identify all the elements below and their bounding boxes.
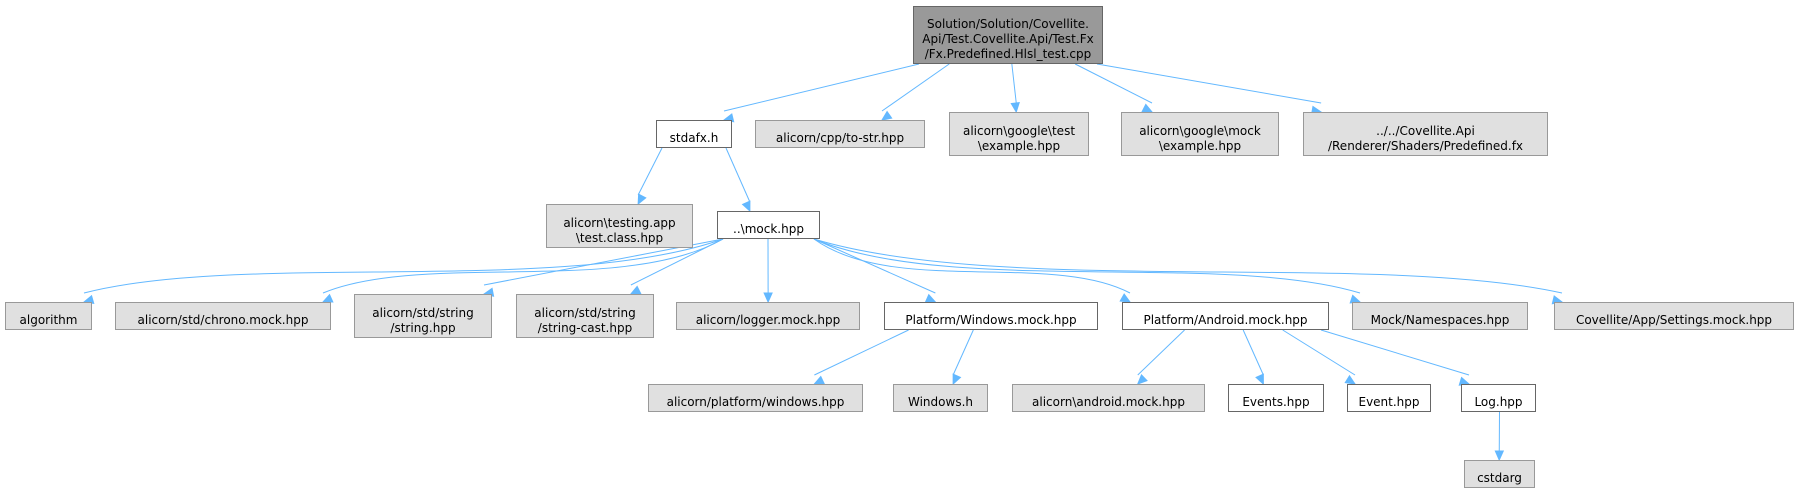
edge-mock-settings	[813, 238, 1563, 294]
arrowhead-mock-winmock	[924, 293, 937, 303]
node-logger-mock: alicorn/logger.mock.hpp	[676, 302, 860, 330]
node-testing-app: alicorn\testing.app \test.class.hpp	[546, 204, 693, 248]
node-windows-h: Windows.h	[893, 384, 988, 412]
arrowhead-winmock-windowsh	[952, 373, 962, 386]
edge-mock-andmock	[813, 238, 1131, 294]
node-event[interactable]: Event.hpp	[1347, 384, 1431, 412]
node-settings-mock: Covellite/App/Settings.mock.hpp	[1554, 302, 1794, 330]
node-string-cast: alicorn/std/string /string-cast.hpp	[516, 294, 654, 338]
edge-winmock-platwin	[814, 329, 909, 376]
edge-root-gtest	[1011, 63, 1017, 104]
node-stdafx[interactable]: stdafx.h	[656, 120, 732, 148]
node-mock[interactable]: ..\mock.hpp	[717, 211, 820, 239]
node-chrono-mock: alicorn/std/chrono.mock.hpp	[115, 302, 331, 330]
edge-mock-stringcast	[630, 238, 724, 286]
arrowhead-mock-stringcast	[629, 285, 642, 295]
node-predefined-fx: ../../Covellite.Api /Renderer/Shaders/Pr…	[1303, 112, 1548, 156]
node-log[interactable]: Log.hpp	[1461, 384, 1536, 412]
edge-mock-algorithm	[83, 238, 724, 294]
node-platform-windows: alicorn/platform/windows.hpp	[648, 384, 863, 412]
arrowhead-andmock-events	[1255, 373, 1264, 386]
edge-root-gmock	[1074, 63, 1153, 104]
arrowhead-mock-chrono	[321, 293, 334, 303]
arrowhead-root-gmock	[1141, 103, 1154, 113]
arrowhead-stdafx-mock	[741, 200, 751, 213]
node-alicorn-android-mock: alicorn\android.mock.hpp	[1012, 384, 1205, 412]
node-google-test: alicorn\google\test \example.hpp	[949, 112, 1089, 156]
edge-andmock-andalicorn	[1137, 329, 1185, 376]
arrowhead-root-gtest	[1010, 102, 1020, 114]
node-android-mock[interactable]: Platform/Android.mock.hpp	[1122, 302, 1329, 330]
arrowhead-stdafx-testing	[637, 193, 647, 206]
edge-winmock-windowsh	[952, 329, 974, 376]
arrowhead-log-cstdarg	[1494, 450, 1505, 462]
arrowhead-mock-andmock	[1119, 293, 1132, 303]
edge-andmock-log	[1320, 329, 1470, 376]
edge-andmock-events	[1242, 329, 1264, 376]
arrowhead-mock-logger	[763, 292, 773, 304]
edge-mock-chrono	[322, 238, 724, 294]
arrowhead-root-tostr	[880, 110, 893, 121]
arrowhead-andmock-andalicorn	[1136, 373, 1148, 385]
node-events[interactable]: Events.hpp	[1228, 384, 1324, 412]
arrowhead-winmock-platwin	[813, 375, 826, 385]
node-namespaces: Mock/Namespaces.hpp	[1352, 302, 1528, 330]
arrowhead-andmock-event	[1344, 374, 1357, 385]
node-algorithm: algorithm	[5, 302, 92, 330]
edge-stdafx-testing	[637, 147, 663, 196]
edge-mock-winmock	[813, 238, 936, 294]
edge-root-stdafx	[723, 63, 920, 112]
edge-root-tostr	[881, 63, 950, 112]
node-string: alicorn/std/string /string.hpp	[354, 294, 492, 338]
edge-mock-namespaces	[813, 238, 1361, 294]
node-google-mock: alicorn\google\mock \example.hpp	[1121, 112, 1279, 156]
node-windows-mock[interactable]: Platform/Windows.mock.hpp	[884, 302, 1098, 330]
edge-andmock-event	[1282, 329, 1356, 376]
node-cstdarg: cstdarg	[1464, 460, 1535, 488]
node-to-str: alicorn/cpp/to-str.hpp	[755, 120, 925, 148]
node-root-file[interactable]: Solution/Solution/Covellite. Api/Test.Co…	[913, 6, 1103, 64]
edge-root-predefined	[1096, 63, 1322, 104]
edge-stdafx-mock	[725, 147, 751, 203]
